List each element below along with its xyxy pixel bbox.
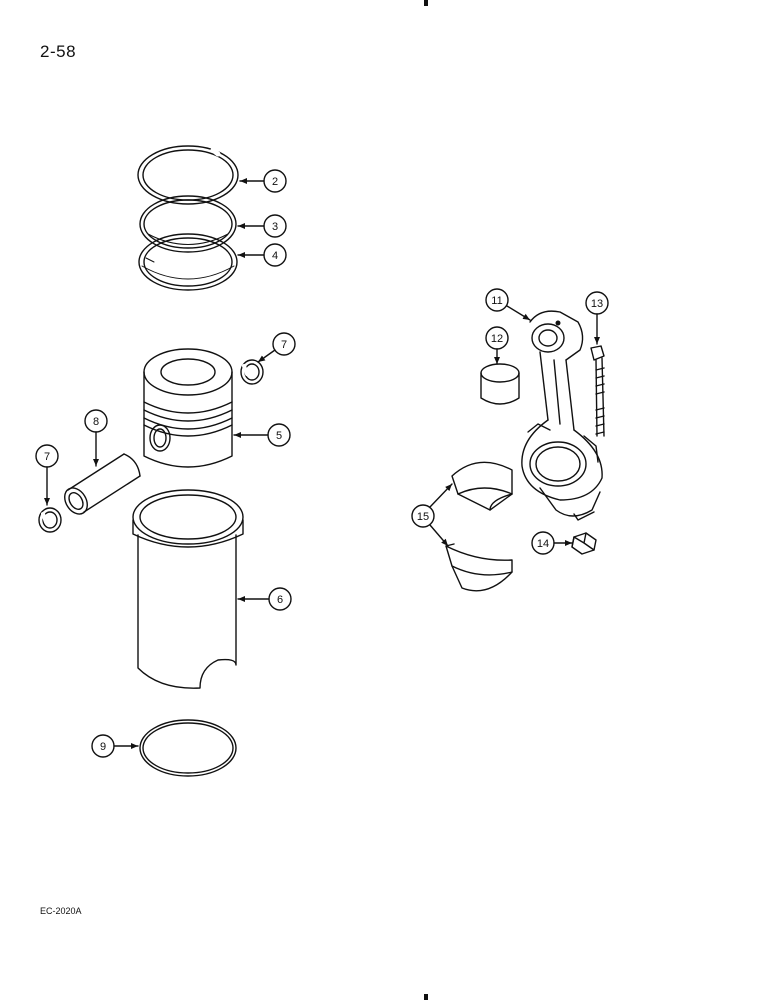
callout-7-right: 7: [257, 332, 296, 363]
callout-3: 3: [237, 214, 287, 238]
piston: [143, 348, 233, 468]
svg-text:2: 2: [272, 176, 278, 188]
callout-14: 14: [531, 531, 573, 555]
svg-text:7: 7: [44, 451, 50, 463]
callout-15: 15: [411, 483, 453, 547]
crop-mark-bottom: [424, 994, 428, 1000]
svg-text:11: 11: [491, 295, 502, 307]
figure-code: EC-2020A: [40, 906, 82, 916]
callout-7-left: 7: [35, 444, 59, 506]
callout-12: 12: [485, 326, 509, 365]
snap-ring-left: [38, 507, 62, 533]
callout-2: 2: [239, 169, 287, 193]
small-end-bushing: [480, 363, 520, 405]
piston-ring-second: [139, 195, 237, 253]
connecting-rod: [521, 310, 603, 521]
callout-11: 11: [485, 288, 531, 321]
svg-text:8: 8: [93, 416, 99, 428]
crop-mark-top: [424, 0, 428, 6]
connecting-rod-nut: [571, 532, 597, 555]
callout-9: 9: [91, 734, 139, 758]
callout-4: 4: [237, 243, 287, 267]
piston-ring-oil: [138, 233, 238, 291]
svg-text:7: 7: [281, 339, 287, 351]
callout-6: 6: [237, 587, 292, 611]
callout-13: 13: [585, 291, 609, 345]
svg-text:13: 13: [591, 298, 603, 310]
bearing-shell-lower: [445, 543, 513, 592]
callout-labels: 2 3 4 5 6 7 7: [35, 169, 609, 758]
svg-text:5: 5: [276, 430, 282, 442]
svg-text:6: 6: [277, 594, 283, 606]
svg-text:4: 4: [272, 250, 278, 262]
cylinder-liner: [132, 489, 244, 689]
connecting-rod-bolt: [590, 345, 605, 437]
svg-text:15: 15: [417, 511, 429, 523]
svg-text:3: 3: [272, 221, 278, 233]
callout-5: 5: [233, 423, 291, 447]
liner-seal-ring: [139, 719, 237, 777]
snap-ring-right: [240, 359, 264, 385]
svg-text:14: 14: [537, 538, 549, 550]
page-number: 2-58: [40, 42, 77, 61]
svg-text:9: 9: [100, 741, 106, 753]
callout-8: 8: [84, 409, 108, 467]
bearing-shell-upper: [451, 461, 513, 511]
piston-pin: [64, 453, 141, 515]
svg-text:12: 12: [491, 333, 503, 345]
